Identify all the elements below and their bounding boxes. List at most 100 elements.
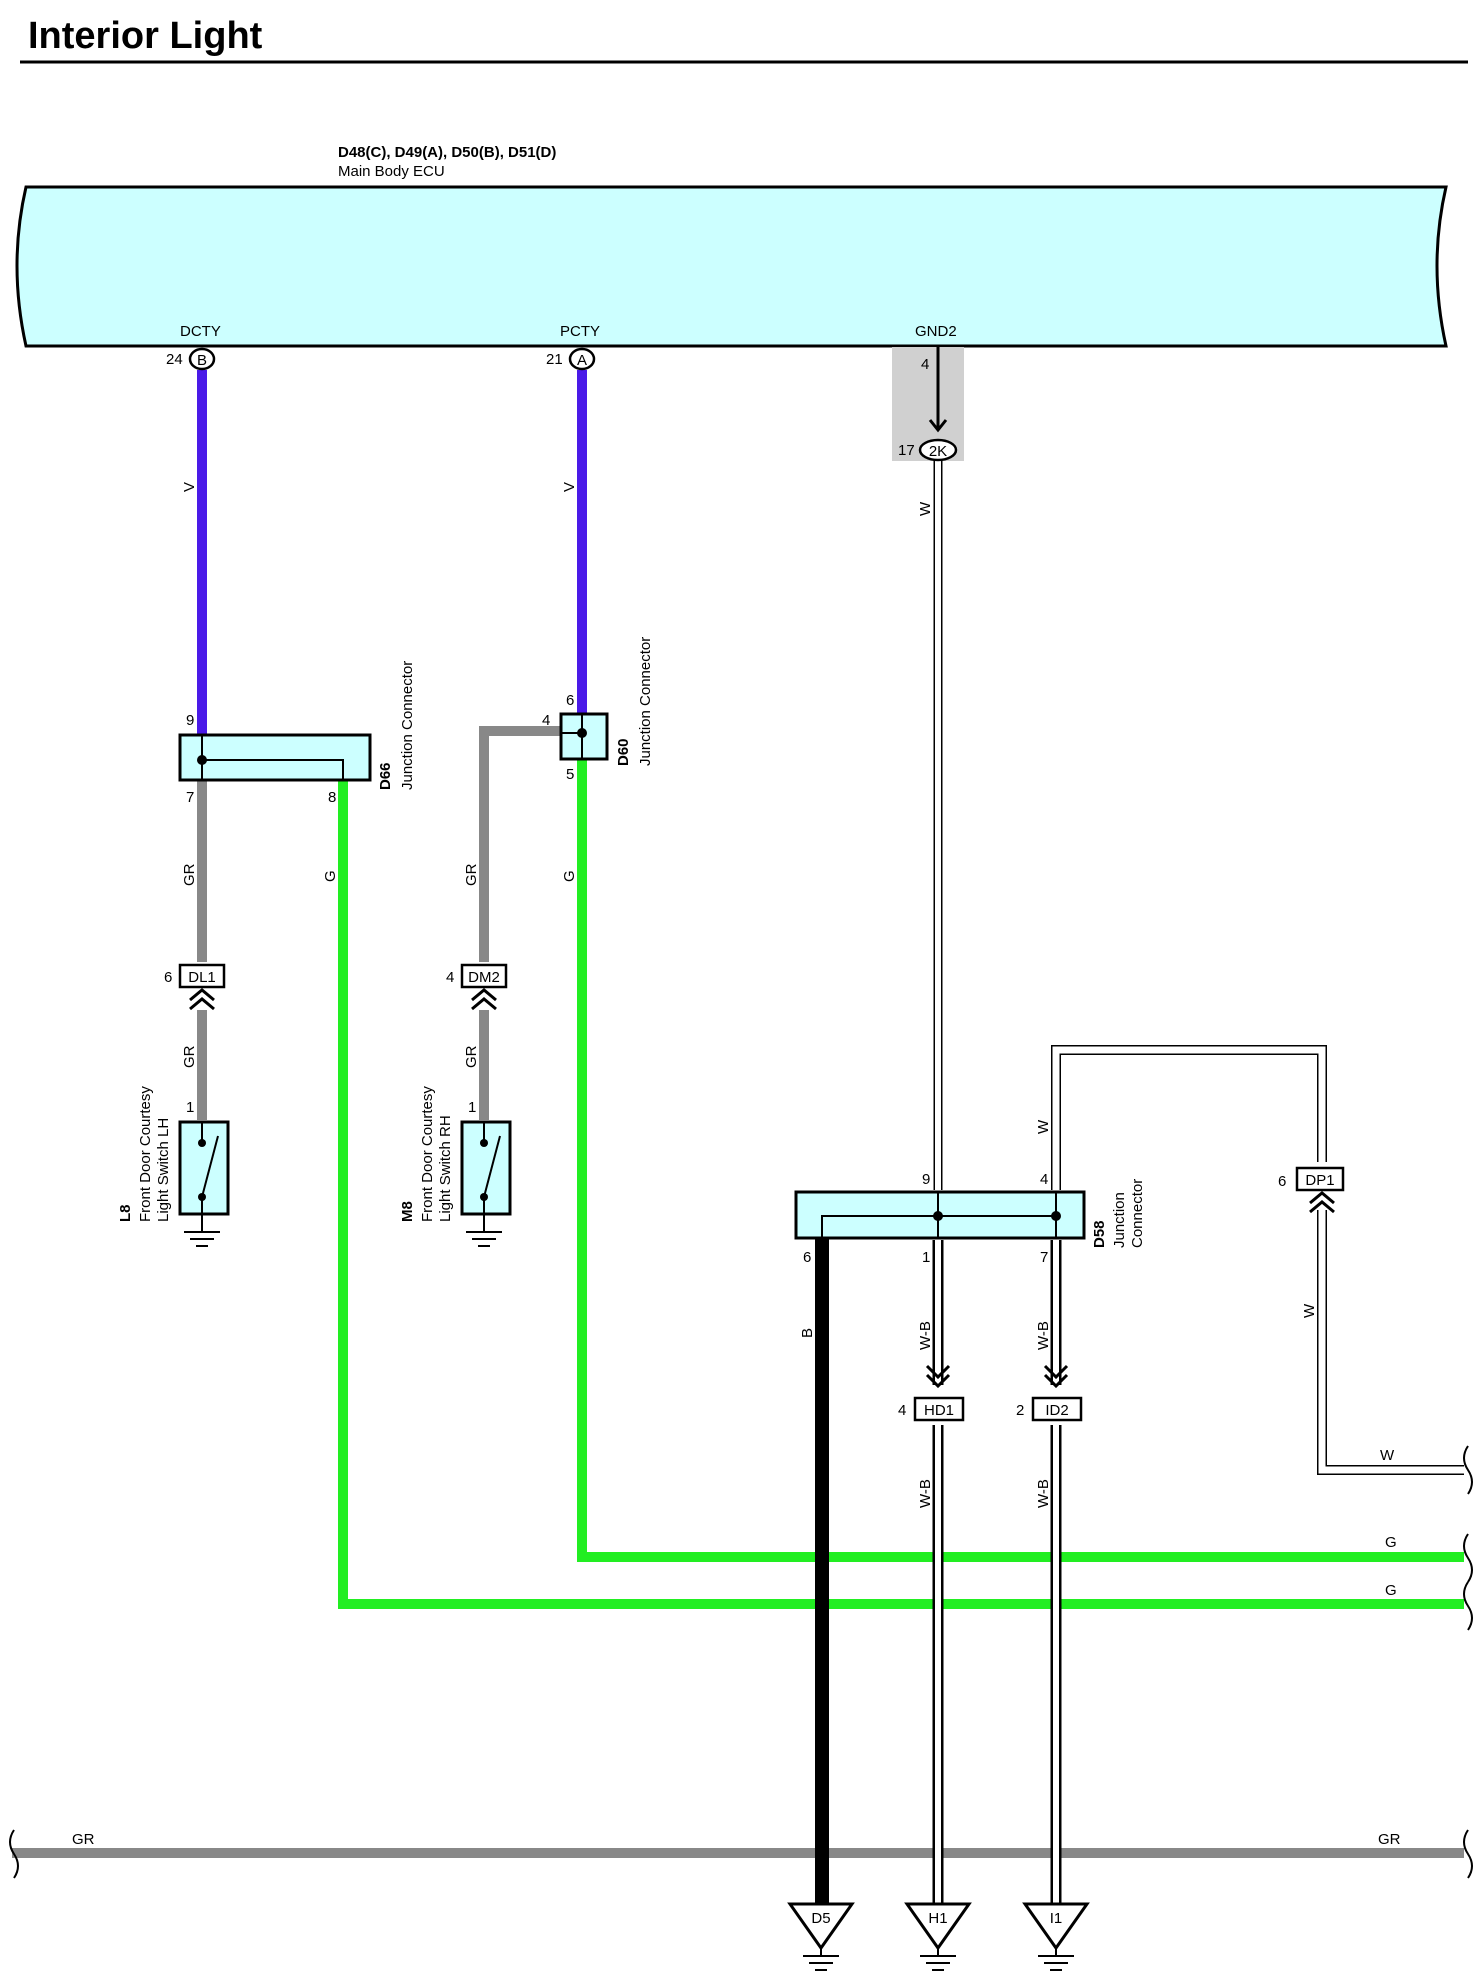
junction-d60-node <box>577 728 587 738</box>
d58-code: D58 <box>1091 1220 1108 1248</box>
d60-pin-5: 5 <box>566 766 574 783</box>
ecu-name: Main Body ECU <box>338 163 445 180</box>
terminal-pcty: PCTY <box>560 323 600 340</box>
id2-code: ID2 <box>1045 1402 1068 1419</box>
d58-pin-9: 9 <box>922 1171 930 1188</box>
break-marks <box>9 1445 1473 1879</box>
l8-pin: 1 <box>186 1099 194 1116</box>
m8-desc-2: Light Switch RH <box>437 1115 454 1222</box>
wire-label-wb-2: W-B <box>1035 1321 1052 1350</box>
dm2-chevron-icon <box>471 988 497 1011</box>
wire-label-b: B <box>799 1328 816 1338</box>
ground-icon-d5 <box>803 1955 839 1971</box>
terminal-gnd2-pin: 4 <box>921 356 929 373</box>
gnd-conn-2k <box>918 438 958 462</box>
d58-pin-1: 1 <box>922 1249 930 1266</box>
d66-pin-8: 8 <box>328 789 336 806</box>
wire-label-wb-3: W-B <box>917 1479 934 1508</box>
connector-dm2 <box>460 963 508 989</box>
junction-d58-node-b <box>1051 1211 1061 1221</box>
connector-id2 <box>1031 1396 1083 1422</box>
wire-label-g-d66: G <box>322 870 339 882</box>
terminal-dcty-connector <box>188 347 216 371</box>
d58-desc-1: Junction <box>1111 1192 1128 1248</box>
ground-icon-h1 <box>920 1955 956 1971</box>
ground-point-i1 <box>1022 1902 1090 1956</box>
hd1-pin: 4 <box>898 1402 906 1419</box>
wire-label-gr-4: GR <box>463 1045 480 1068</box>
wire-label-v-dcty: V <box>181 482 198 492</box>
m8-desc-1: Front Door Courtesy <box>419 1086 436 1222</box>
dm2-code: DM2 <box>468 969 500 986</box>
wire-label-w-gnd2: W <box>917 501 934 516</box>
d60-code: D60 <box>615 738 632 766</box>
m8-pin: 1 <box>468 1099 476 1116</box>
ground-label-d5: D5 <box>811 1910 830 1927</box>
junction-d58-bus <box>821 1215 1056 1238</box>
m8-code: M8 <box>399 1201 416 1222</box>
ground-point-d5 <box>787 1902 855 1956</box>
hd1-arrow-icon <box>925 1364 951 1389</box>
wire-label-g-d60: G <box>561 870 578 882</box>
main-body-ecu-box <box>15 185 1448 348</box>
ground-point-h1 <box>904 1902 972 1956</box>
wire-label-w-right: W <box>1380 1447 1395 1464</box>
ground-label-h1: H1 <box>928 1910 947 1927</box>
terminal-dcty: DCTY <box>180 323 221 340</box>
dp1-chevron-icon <box>1309 1191 1335 1214</box>
wire-label-gr-2: GR <box>181 1045 198 1068</box>
dl1-code: DL1 <box>188 969 216 986</box>
l8-desc-2: Light Switch LH <box>155 1118 172 1222</box>
dl1-pin: 6 <box>164 969 172 986</box>
wire-d60-dm2-gray <box>479 726 562 962</box>
gnd2-arrow-icon <box>928 419 948 433</box>
wire-label-g-right-1: G <box>1385 1534 1397 1551</box>
d60-pin-6: 6 <box>566 692 574 709</box>
d58-pin-6: 6 <box>803 1249 811 1266</box>
terminal-pcty-pin: 21 <box>546 351 563 368</box>
ground-icon-i1 <box>1038 1955 1074 1971</box>
d58-pin-4: 4 <box>1040 1171 1048 1188</box>
dp1-code: DP1 <box>1305 1172 1334 1189</box>
wire-label-wb-1: W-B <box>917 1321 934 1350</box>
wire-label-gr-left: GR <box>72 1831 95 1848</box>
wire-d60-green <box>577 758 1464 1562</box>
ground-icon-m8 <box>466 1231 502 1247</box>
wire-w-dp1-loop <box>1051 1045 1327 1190</box>
dl1-chevron-icon <box>189 988 215 1011</box>
terminal-dcty-pin: 24 <box>166 351 183 368</box>
wire-d66-green <box>338 780 1464 1609</box>
gnd-conn-pin: 17 <box>898 442 915 459</box>
d66-pin-9: 9 <box>186 712 194 729</box>
dm2-pin: 4 <box>446 969 454 986</box>
terminal-gnd2: GND2 <box>915 323 957 340</box>
d66-pin-7: 7 <box>186 789 194 806</box>
d66-desc: Junction Connector <box>399 661 416 790</box>
wire-label-gr-3: GR <box>463 863 480 886</box>
terminal-pcty-conn: A <box>577 352 587 369</box>
dp1-pin: 6 <box>1278 1173 1286 1190</box>
junction-d66-node <box>197 755 207 765</box>
wire-label-w-loop: W <box>1035 1119 1052 1134</box>
d60-pin-4: 4 <box>542 712 550 729</box>
d58-pin-7: 7 <box>1040 1249 1048 1266</box>
hd1-code: HD1 <box>924 1402 954 1419</box>
d58-desc-2: Connector <box>1129 1179 1146 1248</box>
wire-label-g-right-2: G <box>1385 1582 1397 1599</box>
junction-d66 <box>178 733 372 782</box>
l8-code: L8 <box>117 1204 134 1222</box>
switch-m8 <box>460 1120 512 1232</box>
connector-hd1 <box>913 1396 965 1422</box>
l8-desc-1: Front Door Courtesy <box>137 1086 154 1222</box>
id2-pin: 2 <box>1016 1402 1024 1419</box>
terminal-dcty-conn: B <box>197 352 207 369</box>
d60-desc: Junction Connector <box>637 637 654 766</box>
ground-label-i1: I1 <box>1050 1910 1063 1927</box>
connector-dl1 <box>178 963 226 989</box>
terminal-pcty-connector <box>568 347 596 371</box>
id2-arrow-icon <box>1043 1364 1069 1389</box>
switch-l8 <box>178 1120 230 1232</box>
wire-label-gr-right: GR <box>1378 1831 1401 1848</box>
junction-d66-bus <box>202 759 344 780</box>
